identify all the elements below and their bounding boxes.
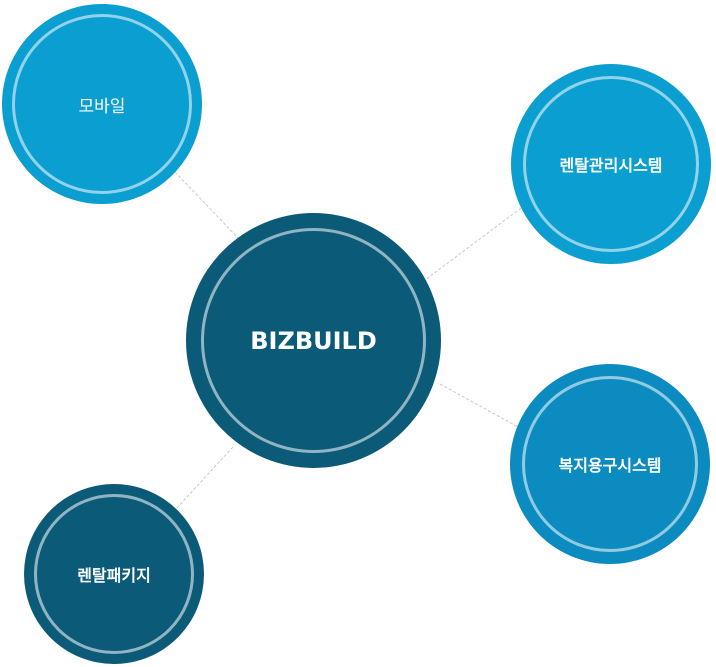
connector-rental-mgmt [424, 204, 526, 281]
node-mobile-label: 모바일 [78, 96, 126, 117]
node-welfare-equipment-label: 복지용구시스템 [558, 456, 662, 475]
connector-welfare [439, 383, 521, 429]
node-rental-package-label: 렌탈패키지 [77, 566, 151, 585]
node-rental-management[interactable]: 렌탈관리시스템 [511, 64, 711, 264]
node-mobile[interactable]: 모바일 [2, 4, 202, 204]
node-welfare-equipment[interactable]: 복지용구시스템 [510, 364, 710, 564]
connector-mobile [174, 171, 239, 239]
connector-rental-pkg [174, 446, 234, 511]
center-node-bizbuild[interactable]: BIZBUILD [186, 213, 441, 468]
node-rental-package[interactable]: 렌탈패키지 [24, 484, 204, 664]
center-node-label: BIZBUILD [250, 326, 377, 355]
node-rental-management-label: 렌탈관리시스템 [559, 156, 663, 175]
